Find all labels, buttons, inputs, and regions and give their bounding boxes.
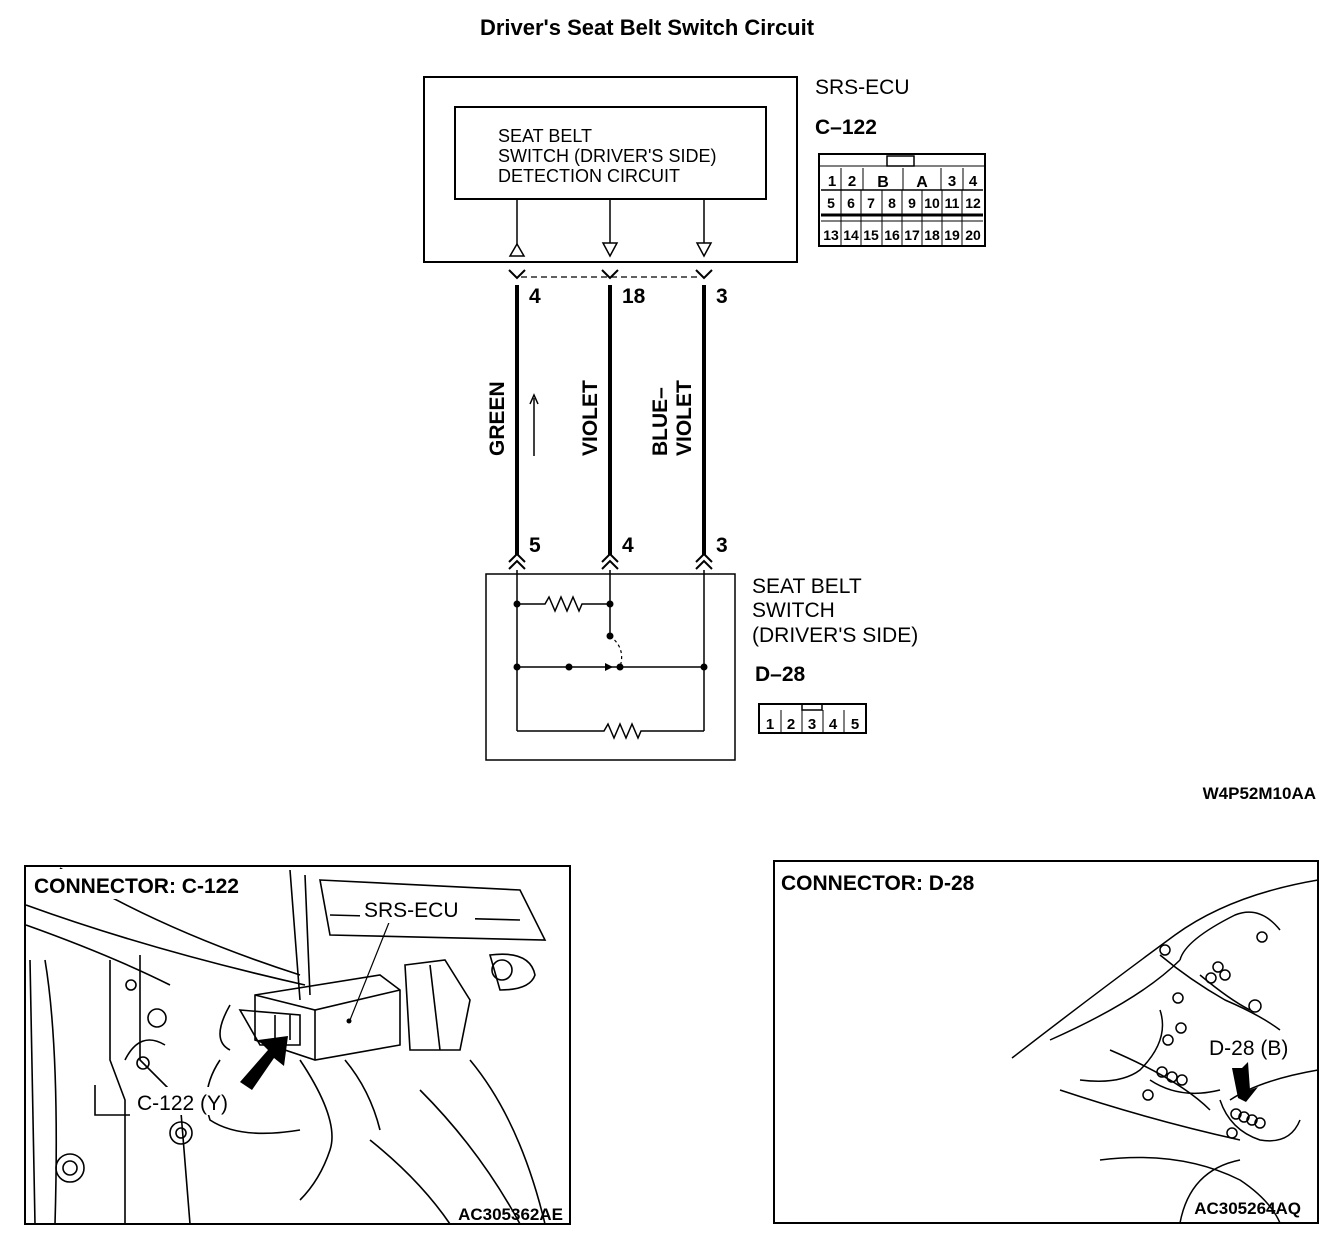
switch-connector-id: D–28 <box>755 663 806 686</box>
pin-label: 1 <box>766 716 774 733</box>
terminal-double-chevron-icon <box>695 552 713 563</box>
pointer-arrow-icon <box>1232 1062 1258 1102</box>
pin-label: B <box>877 174 889 191</box>
switch-pin-blue-violet: 3 <box>716 534 728 557</box>
pin-label: 4 <box>829 716 838 733</box>
pin-label: 8 <box>888 195 896 211</box>
pointer-arrow-icon <box>240 1036 288 1090</box>
pin-label: 17 <box>904 227 920 243</box>
pin-label: 4 <box>969 173 978 190</box>
wire-label-green: GREEN <box>486 381 509 456</box>
pin-label: 15 <box>863 227 879 243</box>
pin-label: 11 <box>945 195 960 211</box>
panel-left-label-ecu: SRS-ECU <box>364 899 459 922</box>
ecu-connector-id: C–122 <box>815 116 877 139</box>
seat-floor-illustration <box>1011 879 1319 1224</box>
dashboard-illustration <box>25 867 547 1225</box>
pin-label: 5 <box>851 716 859 733</box>
panel-connector-c122: CONNECTOR: C-122 SRS-ECU C-122 (Y) AC305… <box>24 865 571 1225</box>
terminal-double-chevron-icon <box>601 552 619 563</box>
switch-name-2: SWITCH <box>752 599 835 622</box>
pin-label: 10 <box>924 195 940 211</box>
resistor-icon <box>517 722 704 740</box>
switch-internal-circuit <box>513 570 708 740</box>
panel-right-heading: CONNECTOR: D-28 <box>781 872 975 895</box>
terminal-chevron-icon <box>601 269 619 280</box>
pin-label: 1 <box>828 173 836 190</box>
pin-label: 13 <box>823 227 839 243</box>
pin-label: 5 <box>827 195 835 211</box>
switch-name-3: (DRIVER'S SIDE) <box>752 624 918 647</box>
input-triangle-icon <box>508 242 526 257</box>
switch-pin-violet: 4 <box>622 534 634 557</box>
pin-label: 14 <box>843 227 859 243</box>
c122-connector-face: 1 2 B A 3 4 5 6 7 8 9 10 11 12 13 14 15 … <box>818 153 986 247</box>
switch-name-1: SEAT BELT <box>752 575 862 598</box>
panel-right-code: AC305264AQ <box>1194 1199 1301 1218</box>
diagram-code: W4P52M10AA <box>1203 784 1316 803</box>
panel-left-label-connector: C-122 (Y) <box>137 1092 228 1115</box>
ecu-name: SRS-ECU <box>815 76 910 99</box>
pin-label: 2 <box>787 716 795 733</box>
pin-label: 3 <box>948 173 956 190</box>
d28-connector-face: 1 2 3 4 5 <box>758 703 867 734</box>
panel-connector-d28: CONNECTOR: D-28 D-28 (B) AC305264AQ <box>773 860 1319 1224</box>
ecu-internal-leads <box>508 199 713 258</box>
ecu-pin-violet: 18 <box>622 285 646 308</box>
terminal-double-chevron-icon <box>508 552 526 563</box>
ecu-pin-blue-violet: 3 <box>716 285 728 308</box>
output-triangle-icon <box>601 242 619 258</box>
pin-label: 18 <box>924 227 940 243</box>
harness-wires <box>508 269 713 570</box>
ecu-box <box>423 76 798 263</box>
panel-right-label-connector: D-28 (B) <box>1209 1037 1288 1060</box>
pin-label: 3 <box>808 716 816 733</box>
pin-label: 2 <box>848 173 856 190</box>
wire-label-blue-violet-2: VIOLET <box>673 380 696 456</box>
pin-label: 9 <box>908 195 916 211</box>
pin-label: 7 <box>867 195 875 211</box>
diagram-title: Driver's Seat Belt Switch Circuit <box>480 15 815 40</box>
circuit-line-2: SWITCH (DRIVER'S SIDE) <box>498 146 716 166</box>
pin-label: 19 <box>944 227 960 243</box>
pin-label: 12 <box>965 195 981 211</box>
leader-line <box>349 919 391 1021</box>
circuit-line-1: SEAT BELT <box>498 126 592 146</box>
pin-label: 16 <box>884 227 900 243</box>
pin-label: A <box>916 174 928 191</box>
wire-label-violet: VIOLET <box>579 380 602 456</box>
ecu-pin-green: 4 <box>529 285 541 308</box>
terminal-chevron-icon <box>508 269 526 280</box>
panel-left-code: AC305362AE <box>458 1205 563 1224</box>
panel-left-heading: CONNECTOR: C-122 <box>34 875 239 898</box>
wire-label-blue-violet-1: BLUE– <box>649 387 672 456</box>
switch-pin-green: 5 <box>529 534 541 557</box>
switch-contact-icon <box>609 635 623 668</box>
circuit-line-3: DETECTION CIRCUIT <box>498 166 680 186</box>
output-triangle-icon <box>695 242 713 258</box>
pin-label: 20 <box>965 227 981 243</box>
resistor-icon <box>517 595 610 613</box>
pin-label: 6 <box>847 195 855 211</box>
terminal-chevron-icon <box>695 269 713 280</box>
